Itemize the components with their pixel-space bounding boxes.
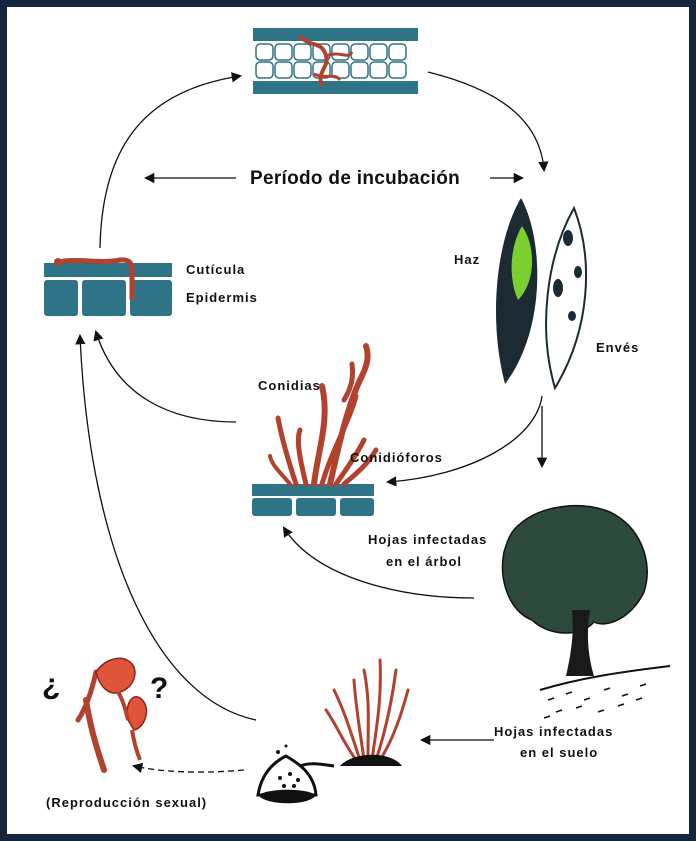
arrow-conidiophores-to-epidermis xyxy=(96,332,236,422)
question-mark-open: ¿ xyxy=(42,668,60,702)
arrow-section-to-leaves xyxy=(428,72,544,170)
arrow-epidermis-to-section xyxy=(100,76,240,248)
conidiophores-label: Conidióforos xyxy=(350,450,443,465)
leaves-tree-label-line2: en el árbol xyxy=(386,554,462,569)
soil-fungus-illustration xyxy=(258,660,408,803)
conidiophores-illustration xyxy=(252,346,376,516)
haz-label: Haz xyxy=(454,252,480,267)
incubation-period-label: Período de incubación xyxy=(250,168,460,190)
enves-label: Envés xyxy=(596,340,639,355)
arrow-leaves-to-conidiophores xyxy=(388,396,542,482)
leaves-soil-label-line2: en el suelo xyxy=(520,745,598,760)
question-mark-close: ? xyxy=(150,672,168,706)
cuticle-label: Cutícula xyxy=(186,262,245,277)
cuticle-epidermis-illustration xyxy=(44,258,172,316)
leaves-tree-label-line1: Hojas infectadas xyxy=(368,532,487,547)
leaves-soil-label-line1: Hojas infectadas xyxy=(494,724,613,739)
sexual-reproduction-illustration xyxy=(78,658,146,770)
leaf-cross-section-illustration xyxy=(253,26,418,94)
arrow-soil-to-sexual xyxy=(134,766,244,772)
olive-tree-illustration xyxy=(502,506,670,718)
sexual-reproduction-label: (Reproducción sexual) xyxy=(46,795,207,810)
epidermis-label: Epidermis xyxy=(186,290,258,305)
conidia-label: Conidias xyxy=(258,378,321,393)
infected-leaves-illustration xyxy=(496,198,586,388)
